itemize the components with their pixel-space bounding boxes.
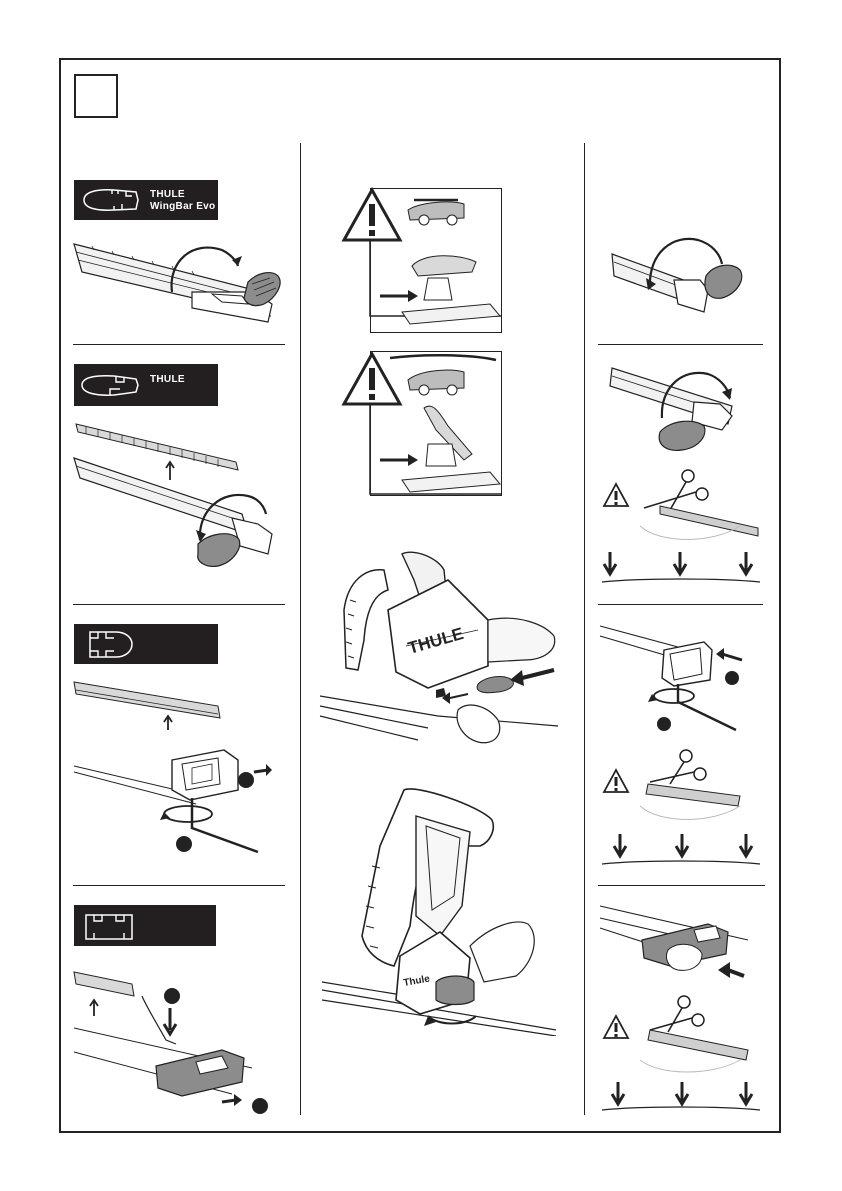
scissors-icon xyxy=(650,750,706,784)
row-divider xyxy=(598,885,765,886)
probar-profile-icon xyxy=(74,905,216,946)
wingbar-evo-end-cap-illustration xyxy=(72,232,287,332)
squarebar-adapter-illustration xyxy=(72,676,272,856)
step-number-box xyxy=(74,74,118,118)
row-divider xyxy=(73,885,285,886)
cut-strip-warning-1 xyxy=(600,464,765,588)
wingbar-evo-profile-icon xyxy=(74,180,218,220)
row-divider xyxy=(73,604,285,605)
column-divider-left xyxy=(300,143,301,1115)
cut-strip-warning-3 xyxy=(600,990,765,1114)
squarebar-adapter-remove-illustration xyxy=(598,620,748,740)
kayak-carrier-tilted-illustration: Thule xyxy=(320,786,560,1036)
wingbar-profile-icon xyxy=(74,364,218,406)
cut-strip-warning-2 xyxy=(600,744,765,868)
row-divider xyxy=(598,604,763,605)
probar-adapter-illustration xyxy=(72,966,282,1116)
probar-badge xyxy=(74,905,216,946)
row-divider xyxy=(598,344,763,345)
squarebar-badge xyxy=(74,624,218,664)
probar-adapter-install-illustration xyxy=(598,900,750,990)
column-divider-right xyxy=(584,143,585,1115)
warning-panel-2-art xyxy=(340,350,510,500)
wingbar-strip-removal-illustration xyxy=(72,418,287,574)
scissors-icon xyxy=(644,470,708,510)
thule-wingbar-badge: THULE xyxy=(74,364,218,406)
badge-brand: THULE xyxy=(150,189,185,201)
badge-brand: THULE xyxy=(150,374,185,386)
wingbar-end-cap-remove-illustration xyxy=(608,362,748,462)
wingbar-evo-end-cap-remove-illustration xyxy=(608,228,748,328)
kayak-carrier-foot-illustration: THULE xyxy=(318,550,563,750)
scissors-icon xyxy=(650,996,704,1032)
badge-model: WingBar Evo xyxy=(150,201,215,213)
row-divider xyxy=(73,344,285,345)
warning-panel-1-art xyxy=(340,186,510,336)
thule-wingbar-evo-badge: THULE WingBar Evo xyxy=(74,180,218,220)
squarebar-profile-icon xyxy=(74,624,218,664)
